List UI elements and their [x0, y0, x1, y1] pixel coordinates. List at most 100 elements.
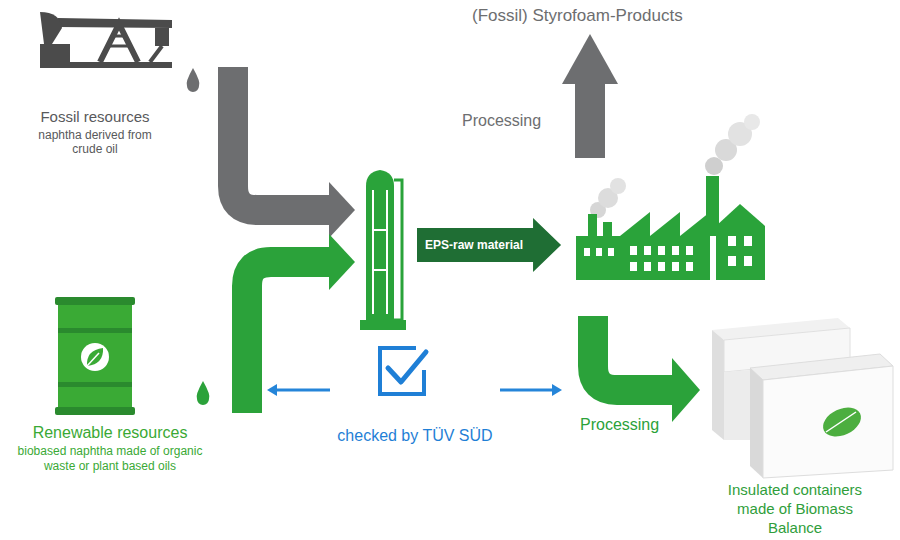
arrow-head — [267, 384, 277, 396]
oil-barrel-part — [55, 407, 135, 415]
factory-part — [705, 157, 723, 175]
fossil-source: Fossil resources naphtha derived from cru… — [20, 12, 170, 156]
styrofoam-containers-part — [763, 366, 893, 478]
factory-part-part — [744, 236, 752, 246]
factory-part — [603, 222, 612, 238]
factory-part-part — [596, 248, 602, 256]
distillation-column — [360, 170, 406, 330]
source-note: naphtha derived from crude oil — [31, 128, 159, 156]
flow-arrow — [197, 234, 355, 413]
arrow-shaft — [593, 316, 673, 390]
pump-jack-part — [100, 24, 138, 62]
oil-barrel — [55, 297, 135, 415]
oil-barrel-part — [58, 382, 132, 387]
pump-jack-part — [150, 46, 162, 62]
arrow-shaft — [233, 67, 330, 210]
styrofoam-containers-part — [724, 370, 750, 440]
product-title: (Fossil) Styrofoam-Products — [472, 6, 683, 26]
factory-part-part — [658, 262, 665, 271]
distillation-column-part — [366, 170, 394, 322]
factory-part-part — [630, 262, 637, 271]
oil-barrel-part — [58, 328, 132, 333]
factory-part-part — [672, 246, 679, 255]
factory-part-part — [686, 262, 693, 271]
check-arrow — [500, 384, 562, 396]
drop-icon — [197, 381, 210, 405]
check-icon — [380, 348, 426, 394]
check-icon-part — [388, 352, 426, 382]
factory-part-part — [744, 256, 752, 266]
oil-barrel-part — [58, 300, 132, 414]
factory-part-part — [728, 236, 736, 246]
arrow-head — [672, 358, 700, 422]
source-title: Renewable resources — [5, 423, 215, 442]
source-note: biobased naphtha made of organic waste o… — [10, 444, 210, 474]
pump-jack-part — [40, 44, 70, 62]
arrow-head — [329, 234, 355, 290]
arrow-shape — [355, 150, 765, 330]
arrow-shaft — [575, 83, 605, 158]
oil-barrel-part — [81, 343, 109, 371]
arrow-shaft — [247, 262, 330, 413]
factory-part — [620, 212, 710, 280]
arrow-shape-fill — [417, 218, 561, 272]
factory-part-part — [728, 256, 736, 266]
factory-part-part — [630, 246, 637, 255]
distillation-column-part — [373, 190, 387, 314]
check-arrow — [267, 384, 330, 396]
factory-part — [744, 114, 760, 130]
factory-part-part — [644, 246, 651, 255]
distillation-column-part — [394, 180, 402, 320]
product-heading: (Fossil) Styrofoam-Products — [472, 6, 683, 26]
pump-jack — [40, 12, 172, 68]
pump-jack-part — [40, 12, 62, 44]
arrow-text: EPS-raw material — [425, 238, 523, 252]
factory-part — [610, 178, 626, 194]
renewable-source: Renewable resources biobased naphtha made… — [5, 295, 215, 474]
factory-part-part — [584, 248, 590, 256]
factory-part-part — [658, 246, 665, 255]
arrow-shaft — [500, 389, 553, 392]
oil-barrel-part — [87, 348, 103, 366]
edge-label: Processing — [578, 416, 661, 434]
oil-barrel-part — [87, 353, 99, 366]
factory-part-part — [672, 262, 679, 271]
styrofoam-containers-part — [826, 412, 856, 432]
check-icon-part — [380, 348, 424, 394]
factory-part-part — [644, 262, 651, 271]
eps-material: EPS-raw material — [355, 150, 765, 330]
factory-part-part — [686, 246, 693, 255]
pump-jack-part — [58, 18, 172, 28]
oil-barrel-part — [55, 297, 135, 305]
arrow-head — [552, 384, 562, 396]
styrofoam-containers-part — [818, 402, 865, 442]
distillation-column-part — [360, 320, 406, 330]
factory-part — [584, 236, 752, 271]
edge-label: Processing — [460, 112, 543, 130]
styrofoam-containers-part — [712, 330, 724, 440]
pump-jack-part — [44, 44, 47, 48]
product-title: Insulated containers made of Biomass Bal… — [711, 480, 879, 537]
styrofoam-containers-part — [750, 368, 763, 478]
check-text: checked by TÜV SÜD — [330, 426, 500, 445]
source-title: Fossil resources — [20, 108, 170, 126]
pump-jack-part — [155, 28, 169, 46]
distillation-column-part — [373, 230, 387, 270]
factory-part — [576, 236, 622, 280]
container-product: Insulated containers made of Biomass Bal… — [700, 315, 890, 537]
flow-arrow — [187, 67, 355, 238]
drop-icon — [187, 68, 200, 92]
flow-arrow — [562, 34, 618, 158]
arrow-head — [562, 34, 618, 84]
factory-part — [588, 214, 597, 238]
factory-part — [716, 204, 765, 280]
pump-jack-part — [40, 62, 172, 68]
certification: checked by TÜV SÜD — [330, 340, 500, 445]
factory-part-part — [608, 248, 614, 256]
arrow-head — [329, 182, 355, 238]
flow-arrow — [593, 316, 700, 422]
pump-jack-part — [108, 36, 130, 46]
styrofoam-containers — [712, 318, 893, 478]
arrow-shaft — [276, 389, 330, 392]
